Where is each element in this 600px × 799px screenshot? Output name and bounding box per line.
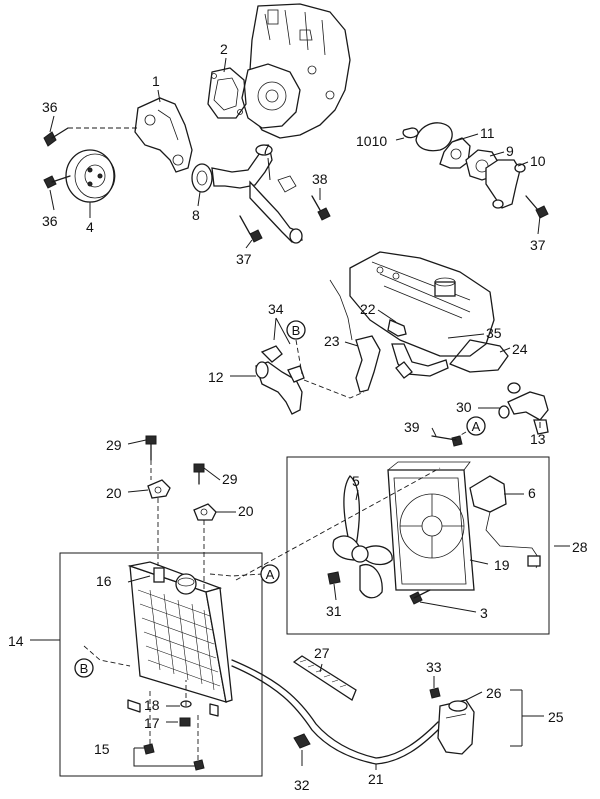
reservoir-tank-icon [437, 699, 475, 755]
radiator-icon [127, 561, 233, 717]
fan-shroud-icon [387, 461, 475, 591]
connector-b-bottom-label: B [80, 661, 89, 676]
overflow-hose-icon [231, 659, 441, 765]
callout-19: 19 [494, 557, 510, 573]
water-pipe-icon [211, 144, 303, 244]
callout-39: 39 [404, 419, 420, 435]
bolt-icon [43, 175, 71, 189]
callout-29: 29 [222, 471, 238, 487]
callout-36: 36 [42, 99, 58, 115]
callout-30: 30 [456, 399, 472, 415]
thermostat-icon [402, 122, 526, 209]
callout-35: 35 [486, 325, 502, 341]
leader-lines [30, 57, 570, 770]
fan-assembly-box [286, 456, 550, 635]
hose-icon [498, 382, 549, 435]
callout-12: 12 [208, 369, 224, 385]
callout-7: 7 [262, 141, 270, 157]
drain-plug-icon [143, 700, 205, 771]
gasket-icon [191, 163, 213, 193]
callout-9: 9 [506, 143, 514, 159]
connector-a-top [466, 416, 486, 436]
callout-18: 18 [144, 697, 160, 713]
bolt-icon [525, 195, 549, 219]
callout-17: 17 [144, 715, 160, 731]
callout-37: 37 [530, 237, 546, 253]
callout-32: 32 [294, 777, 310, 793]
callout-23: 23 [324, 333, 340, 349]
clamp-icon [293, 733, 311, 749]
callout-15: 15 [94, 741, 110, 757]
callout-3: 3 [480, 605, 488, 621]
callout-36: 36 [42, 213, 58, 229]
hose-icon [255, 345, 305, 415]
callout-16: 16 [96, 573, 112, 589]
cylinder-head-icon [349, 251, 509, 373]
connector-b-top-label: B [292, 323, 301, 338]
water-pump-icon [241, 63, 301, 129]
bolt-icon [431, 435, 463, 447]
connector-b-bottom [74, 658, 94, 678]
callout-25: 25 [548, 709, 564, 725]
callout-29: 29 [106, 437, 122, 453]
pulley-icon [65, 149, 116, 203]
callout-21: 21 [368, 771, 384, 787]
callout-11: 11 [480, 125, 495, 141]
callout-31: 31 [326, 603, 342, 619]
connector-a-bottom [260, 564, 280, 584]
pump-bracket-icon [134, 97, 193, 173]
callout-20: 20 [238, 503, 254, 519]
callout-4: 4 [86, 219, 94, 235]
bolt-icon [145, 435, 157, 461]
hose-icon [329, 279, 449, 393]
callout-1: 1 [152, 73, 160, 89]
callout-5: 5 [352, 473, 360, 489]
nut-icon [327, 571, 341, 585]
gasket-icon [207, 67, 247, 119]
callout-6: 6 [528, 485, 536, 501]
callout-34: 34 [268, 301, 284, 317]
fan-blade-icon [332, 475, 393, 599]
connector-b-top [286, 320, 306, 340]
callout-2: 2 [220, 41, 228, 57]
bolt-icon [409, 589, 431, 605]
callout-20: 20 [106, 485, 122, 501]
bolt-icon [429, 687, 441, 699]
callout-labels: 1 2 36 36 4 7 8 37 38 1010 11 9 10 37 22… [8, 41, 588, 793]
callout-26: 26 [486, 685, 502, 701]
bolt-icon [193, 463, 205, 485]
callout-13: 13 [530, 431, 546, 447]
callout-33: 33 [426, 659, 442, 675]
connector-markers: B A A B [74, 320, 486, 678]
bolt-icon [239, 215, 263, 243]
callout-10: 10 [530, 153, 546, 169]
bracket-icon [147, 479, 171, 499]
hose-icon [292, 655, 357, 701]
connector-a-bottom-label: A [266, 567, 275, 582]
bolt-icon [311, 195, 331, 221]
radiator-box [59, 552, 263, 777]
callout-38: 38 [312, 171, 328, 187]
callout-37: 37 [236, 251, 252, 267]
callout-27: 27 [314, 645, 330, 661]
callout-28: 28 [572, 539, 588, 555]
callout-8: 8 [192, 207, 200, 223]
callout-22: 22 [360, 301, 376, 317]
callout-14: 14 [8, 633, 24, 649]
bracket-icon [193, 503, 217, 521]
fan-motor-icon [469, 475, 541, 569]
callout-1010: 1010 [356, 133, 387, 149]
bolt-icon [43, 127, 69, 147]
callout-24: 24 [512, 341, 528, 357]
connector-a-top-label: A [472, 419, 481, 434]
